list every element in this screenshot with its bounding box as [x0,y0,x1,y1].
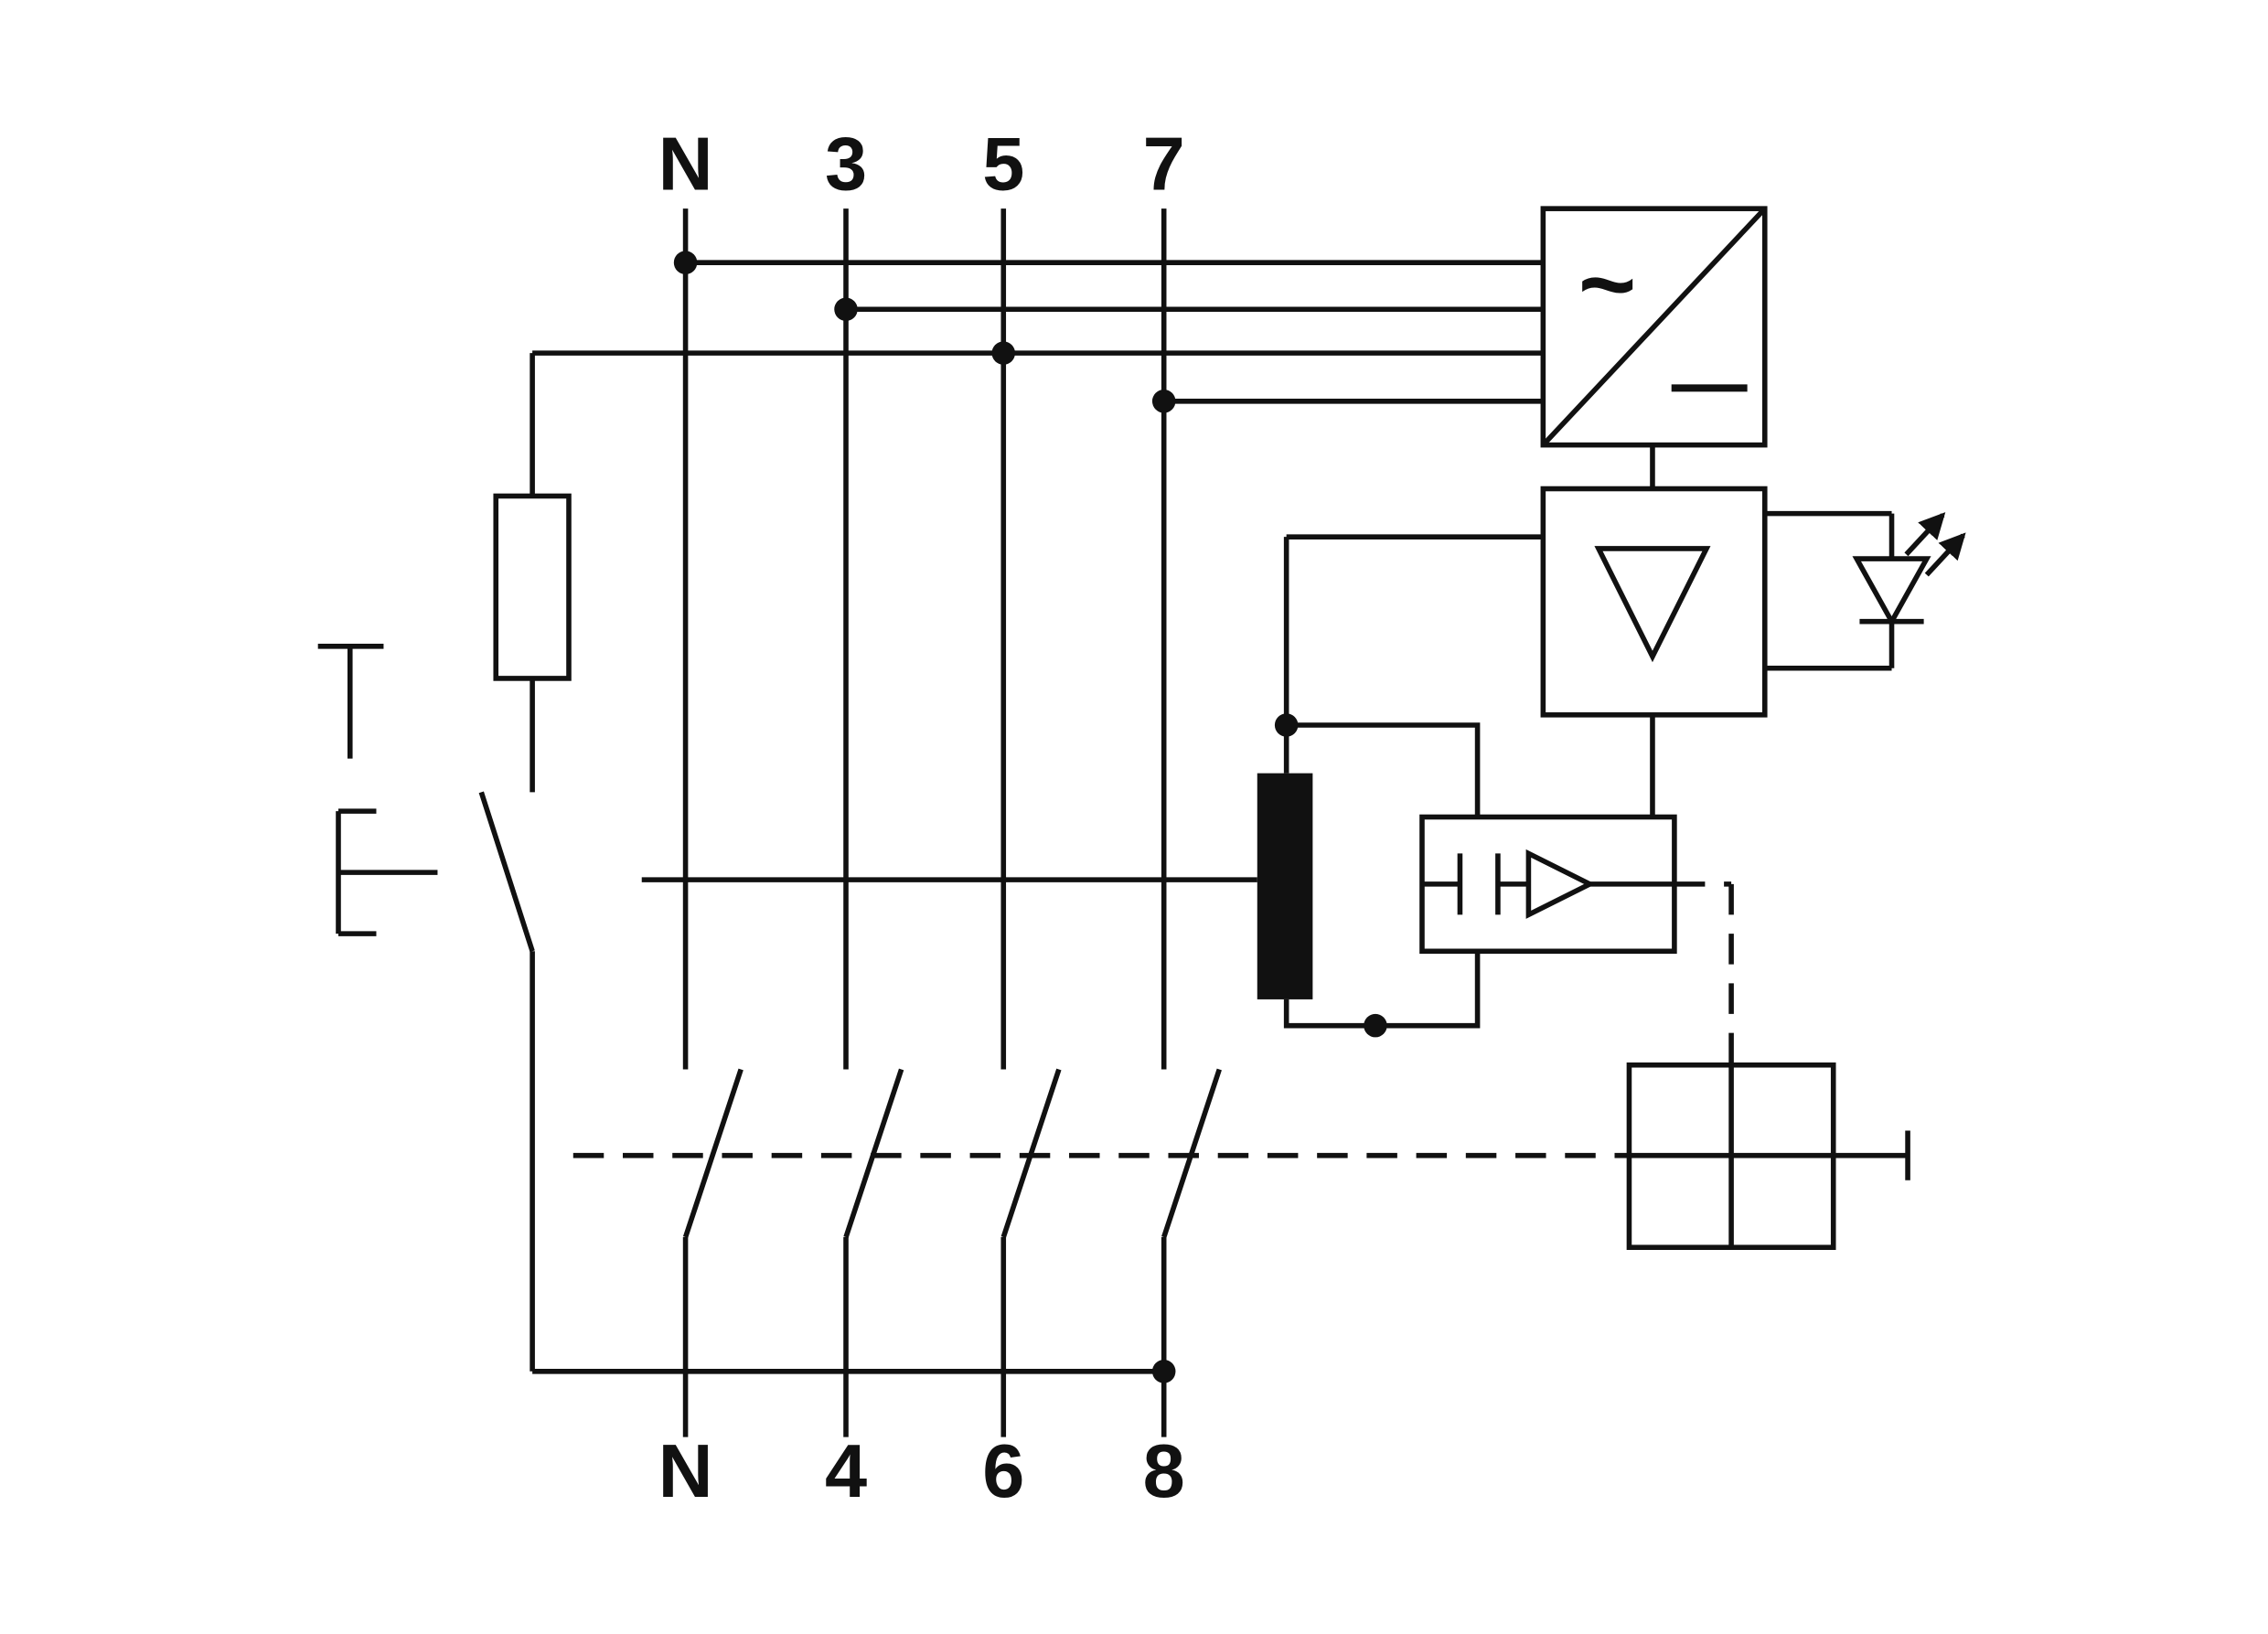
switch-mechanism [1626,1062,1910,1250]
terminal-label-bottom-n: N [658,1428,713,1513]
mechanism-linkage [572,881,1734,1159]
test-contact-blade [478,791,535,953]
test-button [317,644,438,936]
terminal-label-top-3: 3 [825,121,867,206]
led-diode-icon [1852,556,1931,627]
junction-dot-n-tap [673,251,698,274]
terminal-label-top-7: 7 [1143,121,1185,206]
junction-dot-7-tap [1151,390,1176,413]
trip-relay [1419,814,1677,955]
terminal-label-bottom-8: 8 [1143,1428,1185,1513]
pole-conductors [682,208,1167,1437]
junction-dot-5-tap [991,341,1016,365]
led-indicator [1764,510,1966,671]
rectifier-diagonal [1541,207,1767,447]
top-terminal-labels: N 3 5 7 [658,121,1185,206]
threshold-triangle-icon [1594,546,1711,663]
test-resistor [493,493,572,681]
threshold-detector [1540,486,1768,817]
threshold-box [1540,486,1768,718]
led-arrow-1 [1904,512,1946,557]
bottom-terminal-labels: N 4 6 8 [658,1428,1185,1513]
ct-wire-to-relay-top [1286,722,1481,817]
led-arrow-2 [1924,532,1966,577]
supply-tap-lines [532,260,1544,404]
junction-dot-test-return [1151,1360,1176,1383]
terminal-label-top-n: N [658,121,713,206]
junction-dots [673,251,1387,1383]
junction-dot-ct-top [1274,713,1299,737]
ac-symbol: ~ [1578,229,1636,339]
terminal-label-bottom-6: 6 [982,1428,1024,1513]
ct-secondary-winding [1257,773,1313,999]
current-transformer [641,534,1544,1029]
rectifier-block: ~ [1540,206,1768,489]
junction-dot-3-tap [834,297,858,322]
junction-dot-ct-bottom [1364,1013,1387,1038]
relay-release-triangle-icon [1525,849,1596,919]
led-emission-arrows-icon [1904,512,1966,577]
test-circuit [478,353,1164,1374]
ct-wire-to-relay-bottom [1283,951,1481,1029]
terminal-label-top-5: 5 [982,121,1024,206]
terminal-label-bottom-4: 4 [825,1428,867,1513]
contact-blade-pole-n [682,1068,744,1238]
